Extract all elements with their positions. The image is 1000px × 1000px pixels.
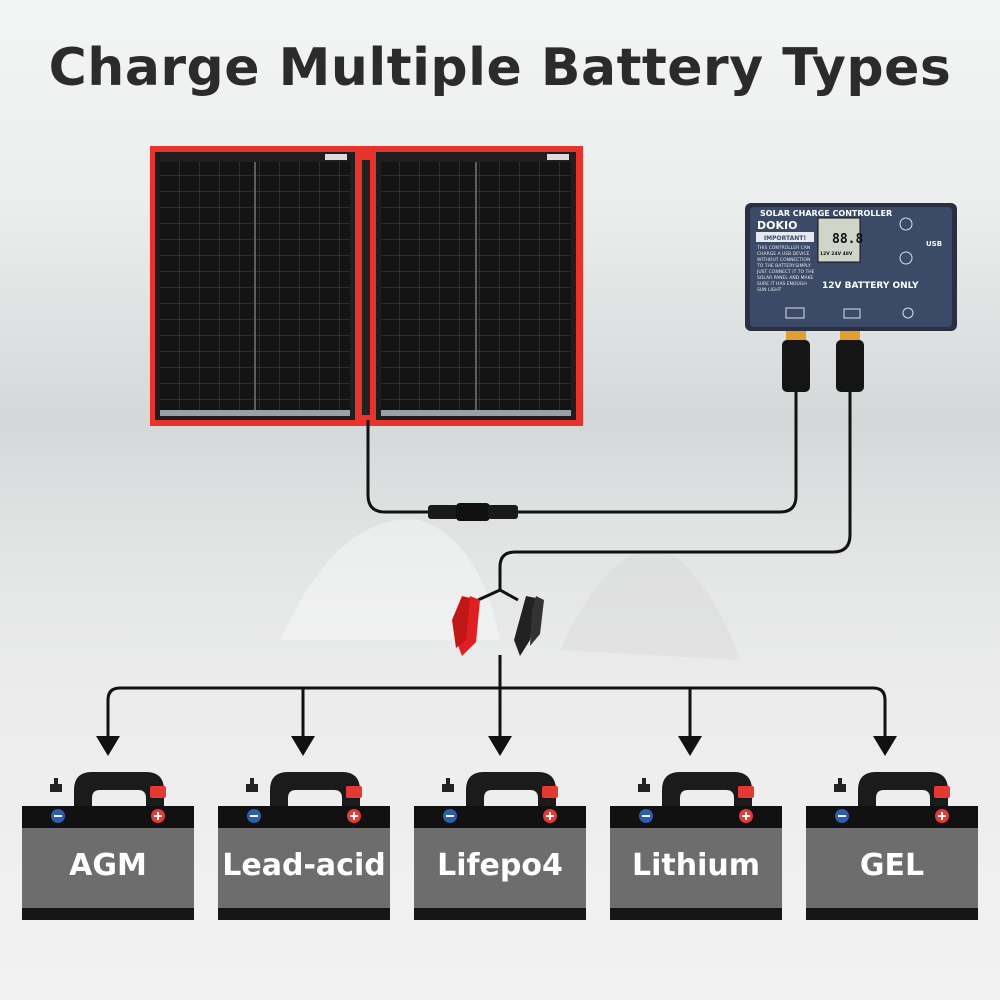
battery-lifepo4 — [414, 772, 586, 920]
tent-silhouette — [280, 519, 740, 660]
controller-brand: DOKIO — [757, 219, 798, 232]
red-clamp — [452, 596, 480, 656]
controller-battery-only: 12V BATTERY ONLY — [822, 281, 919, 291]
battery-label-agm: AGM — [69, 848, 147, 883]
battery-lead-acid — [218, 772, 390, 920]
battery-wire — [477, 385, 852, 602]
battery-gel — [806, 772, 978, 920]
distribution-lines — [106, 655, 887, 738]
controller-plugs — [782, 330, 864, 392]
controller-voltages: 12V 24V 48V — [820, 252, 853, 257]
distribution-arrows — [96, 736, 897, 756]
inline-connector — [428, 503, 518, 521]
controller-heading: SOLAR CHARGE CONTROLLER — [760, 209, 893, 218]
battery-label-lifepo4: Lifepo4 — [437, 848, 563, 883]
battery-lithium — [610, 772, 782, 920]
page-title: Charge Multiple Battery Types — [48, 38, 952, 98]
controller-notice: THIS CONTROLLER CAN CHARGE A USB DEVICE … — [757, 246, 815, 293]
battery-label-lithium: Lithium — [632, 848, 760, 883]
svg-text:IMPORTANT!: IMPORTANT! — [764, 235, 806, 242]
solar-panel — [150, 146, 583, 426]
controller-display: 88.8 — [832, 232, 864, 247]
battery-label-lead-acid: Lead-acid — [222, 848, 386, 883]
panel-wire — [366, 380, 798, 514]
solar-charge-controller: IMPORTANT! — [745, 203, 957, 331]
battery-agm — [22, 772, 194, 920]
controller-usb-label: USB — [926, 240, 943, 248]
battery-label-gel: GEL — [859, 848, 925, 883]
black-clamp — [514, 596, 544, 656]
